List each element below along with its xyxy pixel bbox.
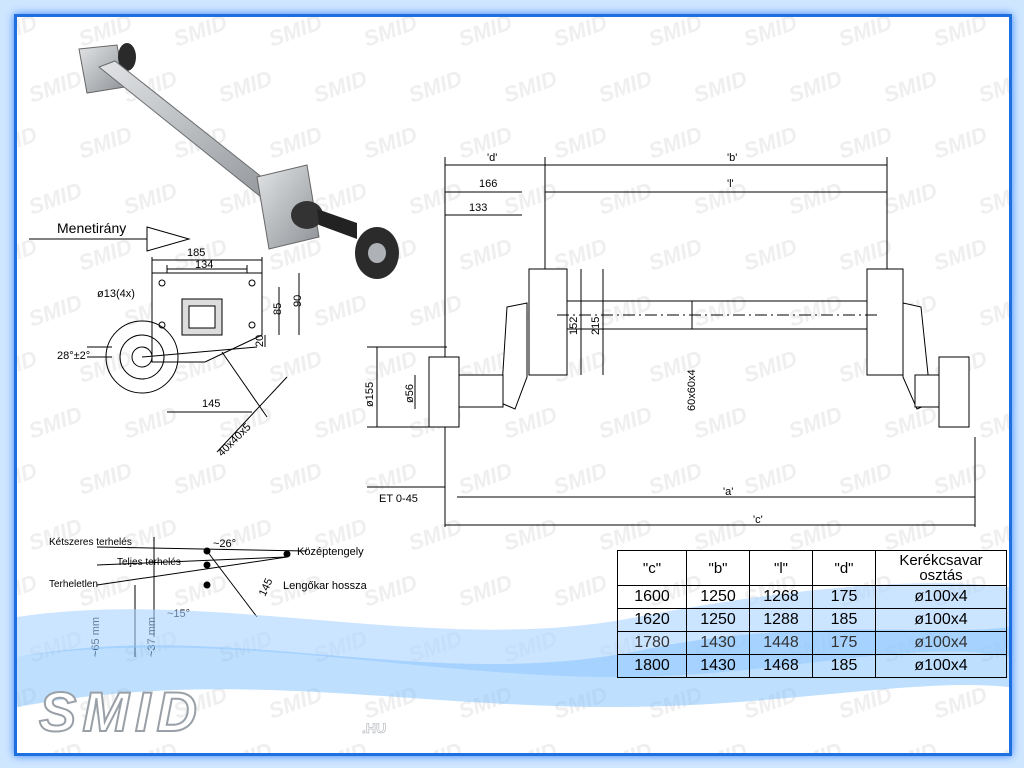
cell: 1468 [749,654,813,678]
full-load-label: Teljes terhelés [117,557,181,568]
dim-b: 'b' [727,152,737,164]
cell: 1268 [749,585,813,609]
cell: 1288 [749,608,813,632]
hole-label: ø13(4x) [97,288,135,300]
cell: 1250 [686,585,750,609]
cell: ø100x4 [875,608,1007,632]
dim-133: 133 [469,202,487,214]
table-row: 1620 1250 1288 185 ø100x4 [617,608,1007,632]
cell: ø100x4 [875,654,1007,678]
cell: 185 [812,608,876,632]
cell: 1430 [686,654,750,678]
dim-166: 166 [479,178,497,190]
dim-185: 185 [187,247,205,259]
dim-d: 'd' [487,152,497,164]
table-row: 1800 1430 1468 185 ø100x4 [617,654,1007,678]
header-b: "b" [686,550,750,586]
arm-value: 145 [257,577,276,599]
dim-155: ø155 [364,382,376,407]
angle-26-label: ~26° [213,538,236,550]
dim-134: 134 [195,259,213,271]
unloaded-label: Terheletlen [49,579,98,590]
cell: ø100x4 [875,631,1007,655]
logo-text: SMID [39,681,203,743]
spec-table: "c" "b" "l" "d" Kerékcsavar osztás 1600 … [617,550,1007,678]
cell: 1448 [749,631,813,655]
header-c: "c" [617,550,687,586]
tube-60: 60x60x4 [686,369,698,411]
et-label: ET 0-45 [379,493,418,505]
table-row: 1600 1250 1268 175 ø100x4 [617,585,1007,609]
dim-145: 145 [202,398,220,410]
dim-c: 'c' [753,514,763,526]
cell: 1600 [617,585,687,609]
dim-152: 152 [568,317,580,335]
angle-label: 28°±2° [57,350,90,362]
cell: 1620 [617,608,687,632]
dim-215: 215 [590,317,602,335]
cell: 1800 [617,654,687,678]
cell: ø100x4 [875,585,1007,609]
tube-label: 40x40x5 [216,421,254,459]
dim-56: ø56 [404,384,416,403]
table-row: 1780 1430 1448 175 ø100x4 [617,631,1007,655]
double-load-label: Kétszeres terhelés [49,537,132,548]
dim-a: 'a' [723,486,733,498]
axle-front-view [367,157,976,527]
arm-length-label: Lengőkar hossza [283,580,368,592]
dim-90: 90 [292,295,304,307]
direction-arrow: Menetirány [29,220,191,252]
logo-suffix: .HU [362,720,386,736]
cell: 175 [812,585,876,609]
cell: 185 [812,654,876,678]
center-axle-label: Középtengely [297,546,364,558]
dim-l: 'l' [727,178,734,190]
cell: 1780 [617,631,687,655]
bracket-detail [87,257,300,453]
header-bolt: Kerékcsavar osztás [875,550,1007,586]
cell: 1250 [686,608,750,632]
direction-label: Menetirány [57,220,126,236]
cell: 175 [812,631,876,655]
header-d: "d" [812,550,876,586]
dim-20: 20 [254,335,266,347]
smid-logo: SMID .HU [38,681,386,744]
cell: 1430 [686,631,750,655]
axle-photo [78,43,399,279]
header-l: "l" [749,550,813,586]
dim-85: 85 [272,303,284,315]
table-header-row: "c" "b" "l" "d" Kerékcsavar osztás [617,550,1007,586]
